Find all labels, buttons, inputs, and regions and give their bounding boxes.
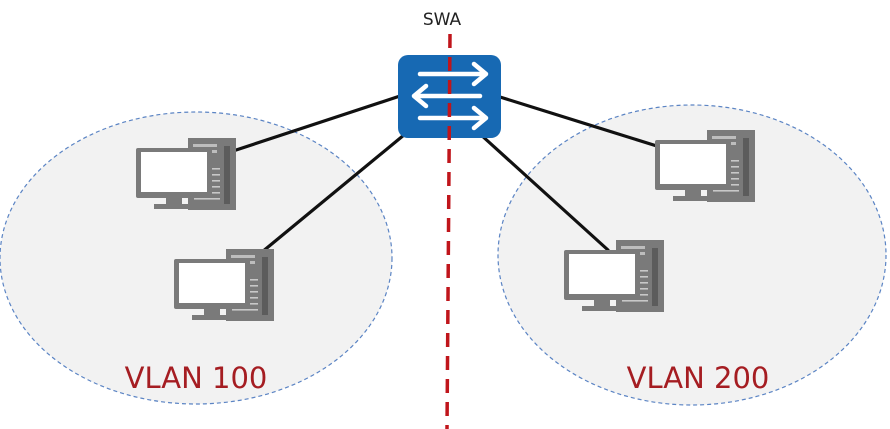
vlan-divider [445, 33, 452, 429]
vlan-200-label: VLAN 200 [627, 361, 770, 395]
link-switch-pc-1 [228, 94, 402, 154]
vlan-200-zone [497, 104, 887, 406]
switch-label: SWA [423, 10, 462, 30]
link-switch-pc-4 [478, 132, 610, 252]
vlan-100-zone [0, 111, 393, 405]
link-switch-pc-3 [498, 95, 662, 149]
switch-icon [398, 55, 501, 138]
vlan-100-label: VLAN 100 [125, 361, 268, 395]
link-switch-pc-2 [260, 128, 412, 254]
